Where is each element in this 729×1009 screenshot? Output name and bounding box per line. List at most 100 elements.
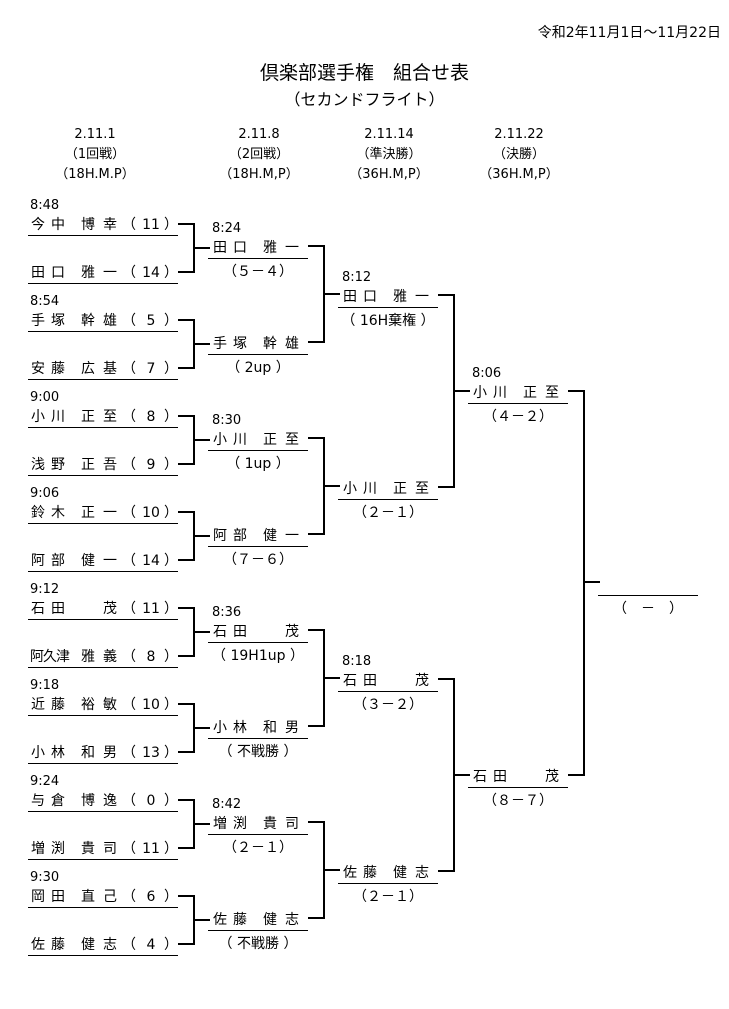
name-char: 幸	[103, 217, 117, 233]
handicap-part: ）	[164, 745, 178, 761]
player-name: 岡田直己	[30, 888, 118, 906]
handicap-part: 8	[146, 649, 156, 665]
player-slot: 近藤裕敏（10）	[30, 696, 178, 714]
handicap: （8）	[122, 648, 178, 666]
bracket-line	[308, 916, 324, 920]
bracket-line	[178, 558, 194, 562]
handicap: （10）	[122, 696, 178, 714]
handicap-part: （	[122, 649, 136, 665]
name-char: 阿	[31, 553, 45, 569]
name-underline	[208, 834, 308, 835]
handicap: （13）	[122, 744, 178, 762]
bracket-line	[584, 580, 600, 584]
handicap-part: 10	[142, 505, 160, 521]
name-char: 渕	[51, 841, 65, 857]
name-char: 健	[81, 937, 95, 953]
handicap-part: 8	[146, 409, 156, 425]
name-underline	[28, 955, 178, 956]
name-char: 幹	[81, 313, 95, 329]
name-underline	[28, 619, 178, 620]
name-underline	[468, 787, 568, 788]
name-char: 口	[51, 265, 65, 281]
name-char: 逸	[103, 793, 117, 809]
bracket-line	[178, 414, 194, 418]
handicap-part: ）	[164, 601, 178, 617]
handicap-part: 9	[146, 457, 156, 473]
champion-result: （ － ）	[613, 601, 683, 617]
name-char: 阿	[213, 528, 227, 544]
name-char: 口	[363, 289, 377, 305]
handicap-part: 0	[146, 793, 156, 809]
bracket-line	[438, 485, 454, 489]
name-char: 部	[233, 528, 247, 544]
name-char: 小	[213, 720, 227, 736]
handicap-part: （	[122, 793, 136, 809]
player-name: 小川正至	[342, 480, 430, 498]
player-slot: 今中博幸（11）	[30, 216, 178, 234]
player-name: 石田茂	[342, 672, 430, 690]
name-underline	[28, 235, 178, 236]
winner-slot: 小川正至	[212, 431, 306, 449]
handicap-part: 5	[146, 313, 156, 329]
handicap-part: 11	[142, 601, 160, 617]
name-char: 至	[103, 409, 117, 425]
date-range: 令和2年11月1日～11月22日	[537, 25, 721, 41]
name-char: 志	[103, 937, 117, 953]
handicap: （11）	[122, 600, 178, 618]
player-name: 阿久津雅義	[30, 648, 118, 666]
name-underline	[208, 642, 308, 643]
name-char: 茂	[415, 673, 429, 689]
name-char: 小	[31, 409, 45, 425]
player-name: 田口雅一	[212, 239, 300, 257]
name-char: 和	[263, 720, 277, 736]
match-result: （ 16H棄権 ）	[341, 313, 435, 329]
name-char: 手	[31, 313, 45, 329]
round-header: 2.11.14（準決勝）（36H.M,P）	[334, 125, 444, 185]
name-char: 正	[81, 409, 95, 425]
winner-slot: 手塚幹雄	[212, 335, 306, 353]
name-char: 基	[103, 361, 117, 377]
name-char: 阿久津	[30, 649, 70, 665]
player-name: 佐藤健志	[30, 936, 118, 954]
name-underline	[208, 258, 308, 259]
player-slot: 与倉博逸（0）	[30, 792, 178, 810]
match-result: （２－１）	[353, 505, 423, 521]
handicap-part: ）	[164, 697, 178, 713]
player-name: 石田茂	[30, 600, 118, 618]
tee-time: 9:00	[30, 390, 60, 405]
name-char: 志	[285, 912, 299, 928]
round-header: 2.11.8（2回戦）（18H.M,P）	[204, 125, 314, 185]
name-char: 健	[81, 553, 95, 569]
player-name: 増渕貴司	[30, 840, 118, 858]
name-char: 石	[473, 769, 487, 785]
name-char: 至	[545, 385, 559, 401]
round-header: 2.11.1（1回戦）（18H.M.P）	[40, 125, 150, 185]
name-char: 佐	[343, 865, 357, 881]
bracket-line	[178, 942, 194, 946]
winner-slot: 石田茂	[472, 768, 566, 786]
match-time: 8:24	[212, 221, 242, 236]
name-char: 正	[263, 432, 277, 448]
player-name: 田口雅一	[342, 288, 430, 306]
name-char: 安	[31, 361, 45, 377]
player-slot: 阿部健一（14）	[30, 552, 178, 570]
tee-time: 9:18	[30, 678, 60, 693]
handicap: （14）	[122, 552, 178, 570]
name-underline	[338, 307, 438, 308]
name-char: 田	[213, 240, 227, 256]
name-char: 正	[393, 481, 407, 497]
name-char: 佐	[31, 937, 45, 953]
tee-time: 9:06	[30, 486, 60, 501]
tee-time: 9:24	[30, 774, 60, 789]
player-name: 阿部健一	[30, 552, 118, 570]
handicap-part: ）	[164, 361, 178, 377]
name-char: 一	[285, 528, 299, 544]
name-underline	[28, 475, 178, 476]
winner-slot: 阿部健一	[212, 527, 306, 545]
name-char: 口	[233, 240, 247, 256]
bracket-line	[194, 342, 210, 346]
name-char: 田	[51, 889, 65, 905]
bracket-line	[308, 436, 324, 440]
name-underline	[338, 691, 438, 692]
name-char: 茂	[103, 601, 117, 617]
